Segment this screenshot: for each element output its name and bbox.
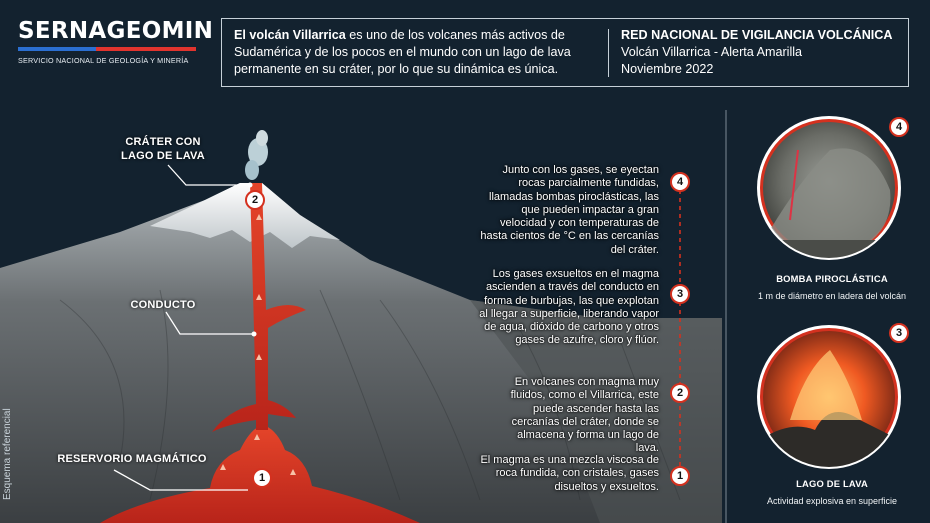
photo-lava-desc: Actividad explosiva en superficie [766,496,898,506]
logo-flag-bar [18,47,196,51]
steps-column: Junto con los gases, se eyectan rocas pa… [474,164,659,504]
intro-bold: El volcán Villarrica [234,28,346,42]
photo-lava-title: LAGO DE LAVA [796,478,868,489]
logo-wordmark: SERNAGEOMIN [18,18,214,44]
photo-lava-lake [757,325,901,469]
volcano-badge-1: 1 [252,468,272,488]
header-divider [608,29,609,77]
step-badge-2: 2 [670,383,690,403]
callout-reservoir: RESERVORIO MAGMÁTICO [57,453,207,465]
photo-badge-4: 4 [889,117,909,137]
step-4-text: Junto con los gases, se eyectan rocas pa… [480,164,659,256]
sernageomin-logo: SERNAGEOMIN SERVICIO NACIONAL DE GEOLOGÍ… [18,18,214,65]
logo-subtitle: SERVICIO NACIONAL DE GEOLOGÍA Y MINERÍA [18,56,189,65]
magma-conduit [212,183,306,432]
callout-lines [113,164,254,491]
volcano-slope [0,183,722,523]
gas-plume [245,130,268,180]
callout-crater: CRÁTER CON LAGO DE LAVA [121,136,205,162]
network-info: RED NACIONAL DE VIGILANCIA VOLCÁNICA Vol… [621,27,906,78]
callout-conduit: CONDUCTO [130,299,196,311]
network-date: Noviembre 2022 [621,62,714,76]
step-3-text: Los gases exsueltos en el magma asciende… [479,268,659,347]
intro-text: El volcán Villarrica es uno de los volca… [234,27,604,78]
network-title: RED NACIONAL DE VIGILANCIA VOLCÁNICA [621,28,893,42]
step-1-text: El magma es una mezcla viscosa de roca f… [480,454,659,493]
step-badge-3: 3 [670,284,690,304]
step-badge-4: 4 [670,172,690,192]
photo-badge-3: 3 [889,323,909,343]
photo-bomb [757,116,901,260]
header-info-box: El volcán Villarrica es uno de los volca… [221,18,909,87]
volcano-badge-2: 2 [245,190,265,210]
footnote: Esquema referencial [2,408,13,500]
flow-arrows [220,214,296,475]
snow-cap [150,183,340,248]
step-badge-1: 1 [670,466,690,486]
step-2-text: En volcanes con magma muy fluidos, como … [510,376,659,455]
photo-bomb-title: BOMBA PIROCLÁSTICA [776,273,888,284]
network-volcano-alert: Volcán Villarrica - Alerta Amarilla [621,45,803,59]
photo-bomb-desc: 1 m de diámetro en ladera del volcán [757,291,907,301]
intro-rest: es uno de los volcanes más activos de Su… [234,28,571,76]
